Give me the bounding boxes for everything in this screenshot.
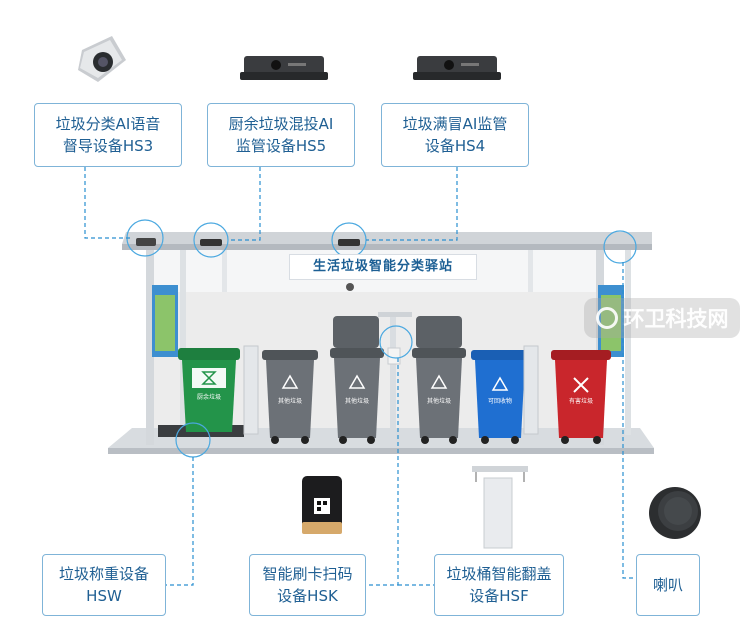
bin-label-hazardous: 有害垃圾 (568, 398, 593, 405)
bin-other-2 (330, 316, 384, 444)
bin-other-1 (262, 350, 318, 444)
bin-kitchen (178, 348, 240, 432)
camera-hs5-icon (240, 56, 328, 80)
lid-opener-1 (243, 345, 259, 435)
bin-label-other-1: 其他垃圾 (277, 398, 302, 405)
label-hs5: 厨余垃圾混投AI 监管设备HS5 (207, 103, 355, 167)
bin-label-other-3: 其他垃圾 (426, 398, 451, 405)
label-hsk-line1: 智能刷卡扫码 (262, 565, 353, 583)
label-speaker-line1: 喇叭 (652, 576, 683, 594)
label-hsw-line2: HSW (86, 587, 122, 605)
watermark-text: 环卫科技网 (623, 307, 729, 331)
label-hs3-line1: 垃圾分类AI语音 (55, 115, 161, 133)
roof-camera-hs4 (338, 239, 360, 246)
post-left (146, 245, 154, 445)
label-hs3-line2: 督导设备HS3 (62, 137, 154, 155)
label-speaker: 喇叭 (636, 554, 700, 616)
watermark-logo-icon (595, 307, 618, 329)
post-right-inner (625, 245, 631, 435)
post-left-inner (180, 245, 186, 435)
bin-hazardous (551, 350, 611, 444)
roof-voice-device (136, 238, 156, 246)
roof-edge (122, 244, 652, 250)
label-hs5-line2: 监管设备HS5 (235, 137, 327, 155)
label-hs4-line2: 设备HS4 (424, 137, 486, 155)
roof-top (122, 232, 652, 244)
voice-device-hs3-icon (78, 36, 126, 82)
label-hs4-line1: 垃圾满冒AI监管 (402, 115, 508, 133)
station-floor-edge (108, 448, 654, 454)
bin-label-kitchen: 厨余垃圾 (196, 394, 221, 401)
station-sign: 生活垃圾智能分类驿站 (289, 254, 477, 280)
reader-pole (390, 316, 396, 440)
label-hs5-line1: 厨余垃圾混投AI (228, 115, 334, 133)
lid-opener-hsf-icon (472, 466, 528, 549)
bin-label-other-2: 其他垃圾 (344, 398, 369, 405)
roof-camera-hs5 (200, 239, 222, 246)
label-hs3: 垃圾分类AI语音 督导设备HS3 (34, 103, 182, 167)
label-hsw-line1: 垃圾称重设备 (58, 565, 149, 583)
watermark: 环卫科技网 (584, 298, 740, 338)
camera-hs4-icon (413, 56, 501, 80)
label-hsk: 智能刷卡扫码 设备HSK (249, 554, 366, 616)
label-hsf-line1: 垃圾桶智能翻盖 (446, 565, 552, 583)
bin-label-recyclable: 可回收物 (487, 398, 512, 405)
card-reader-hsk-icon (302, 476, 342, 534)
label-hsf: 垃圾桶智能翻盖 设备HSF (434, 554, 564, 616)
bin-recyclable (471, 350, 529, 444)
bin-other-3 (412, 316, 466, 444)
label-hs4: 垃圾满冒AI监管 设备HS4 (381, 103, 529, 167)
speaker-icon (649, 487, 701, 539)
lid-opener-2 (523, 345, 539, 435)
leader-lines (84, 167, 636, 586)
label-hsf-line2: 设备HSF (469, 587, 529, 605)
wall-camera-icon (346, 283, 354, 291)
label-hsw: 垃圾称重设备 HSW (42, 554, 166, 616)
label-hsk-line2: 设备HSK (277, 587, 338, 605)
